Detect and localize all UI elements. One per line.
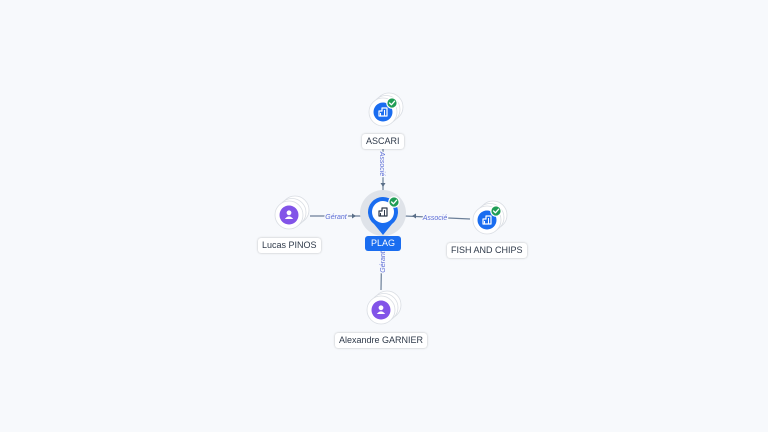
edge-label-fish: Associé [422,215,448,222]
edge-label-ascari: Associé [378,151,385,177]
node-label-fish: FISH AND CHIPS [447,243,527,258]
node-lucas[interactable] [274,195,310,230]
verified-check-icon [490,205,502,217]
node-label-alexandre: Alexandre GARNIER [335,333,428,348]
verified-check-icon [386,97,398,109]
node-avatar [373,102,393,122]
node-ascari[interactable] [368,92,404,127]
company-building-icon [378,207,388,217]
node-alexandre[interactable] [366,290,402,325]
edge-arrow-fish [412,213,416,219]
person-icon [376,305,386,314]
company-building-icon [482,215,492,225]
node-label-lucas: Lucas PINOS [258,238,321,253]
node-fish[interactable] [472,200,508,235]
node-center[interactable] [360,190,406,236]
node-label-ascari: ASCARI [362,134,404,149]
center-avatar [372,201,394,223]
edge-label-lucas: Gérant [325,214,347,221]
edge-arrow-ascari [380,183,386,187]
node-avatar [477,210,497,230]
company-building-icon [378,107,388,117]
edge-arrow-lucas [352,213,356,219]
person-icon [284,210,294,219]
node-label-center: PLAG [365,236,402,251]
edge-label-alexandre: Gérant [380,250,387,272]
verified-check-icon [388,196,400,208]
